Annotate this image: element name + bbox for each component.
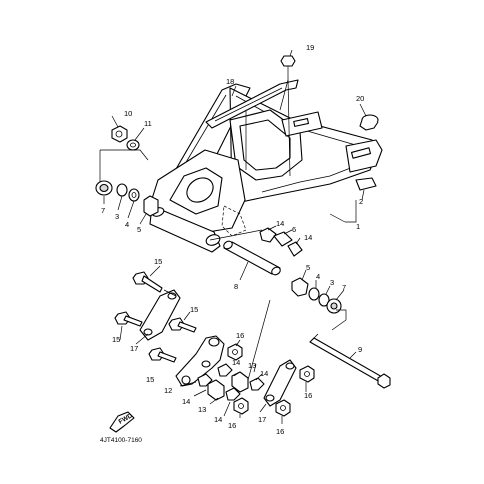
- callout-14-d: 14: [260, 369, 268, 378]
- callout-11: 11: [144, 119, 152, 128]
- callout-3-left: 3: [115, 212, 119, 221]
- callout-3-right: 3: [330, 278, 334, 287]
- bolt-15-c: [168, 317, 197, 333]
- collar-5-right: [291, 277, 309, 297]
- washer-11: [126, 139, 140, 151]
- callout-20: 20: [356, 94, 364, 103]
- callout-14-f: 14: [214, 415, 222, 424]
- callout-5-left: 5: [137, 225, 141, 234]
- relay-arm-12: [175, 335, 225, 387]
- callout-8: 8: [234, 282, 238, 291]
- bush-14-lower-c: [225, 387, 241, 401]
- connecting-rod-17-left: [139, 289, 181, 341]
- callout-14-e: 14: [182, 397, 190, 406]
- callout-13-a: 13: [248, 361, 256, 370]
- nut-16-a: [227, 343, 243, 361]
- nut-10: [111, 125, 128, 143]
- callout-16-a: 16: [236, 331, 244, 340]
- callout-13-b: 13: [198, 405, 206, 414]
- callout-4-right: 4: [316, 272, 320, 281]
- long-bolt-9: [309, 333, 391, 389]
- seal-7-right: [326, 298, 342, 314]
- bolt-15-b: [114, 311, 143, 327]
- callout-14-b: 14: [304, 233, 312, 242]
- fwd-arrow-icon: FWD: [109, 411, 135, 433]
- callout-6: 6: [292, 225, 296, 234]
- callout-12: 12: [164, 386, 172, 395]
- callout-15-d: 15: [146, 375, 154, 384]
- callout-9: 9: [358, 345, 362, 354]
- collar-5-left: [143, 195, 159, 217]
- callout-1: 1: [356, 222, 360, 231]
- callout-17-right: 17: [258, 415, 266, 424]
- callout-16-b: 16: [228, 421, 236, 430]
- bush-14-lower-a: [217, 363, 233, 377]
- nut-16-b: [299, 365, 315, 383]
- callout-10: 10: [124, 109, 132, 118]
- callout-4-left: 4: [125, 220, 129, 229]
- bush-14-upper-a: [259, 227, 277, 243]
- bush-14-upper-b: [287, 241, 303, 257]
- leader-lines: [99, 49, 367, 424]
- collar-6: [273, 231, 293, 247]
- callout-5-right: 5: [306, 263, 310, 272]
- callout-7-left: 7: [101, 206, 105, 215]
- bush-14-lower-d: [249, 377, 265, 391]
- drawing-code: 4JT4100-7160: [100, 437, 142, 444]
- callout-7-right: 7: [342, 283, 346, 292]
- callout-2: 2: [359, 197, 363, 206]
- bearing-4-left: [128, 188, 140, 202]
- bolt-19: [279, 55, 296, 177]
- callout-16-c: 16: [304, 391, 312, 400]
- connecting-rod-17-right: [263, 359, 297, 407]
- callout-19: 19: [306, 43, 314, 52]
- nut-16-c: [233, 397, 249, 415]
- callout-18: 18: [226, 77, 234, 86]
- collar-13-lower: [207, 379, 225, 401]
- part-20: [359, 114, 379, 131]
- washer-3-left: [116, 183, 128, 197]
- chain-guard: [205, 79, 299, 129]
- seal-7-left: [95, 180, 113, 196]
- nut-16-d: [275, 399, 291, 417]
- washer-3-right: [318, 293, 330, 307]
- callout-numbers: 19 18 20 10 11 7 3 4 5 2 1 14 6 14 15 8 …: [101, 43, 364, 436]
- callout-15-c: 15: [190, 305, 198, 314]
- callout-14-a: 14: [276, 219, 284, 228]
- callout-17-left: 17: [130, 344, 138, 353]
- bearing-4-right: [308, 287, 320, 301]
- callout-14-c: 14: [232, 358, 240, 367]
- bolt-15-a: [132, 271, 163, 293]
- bolt-15-d: [148, 347, 177, 363]
- callout-16-d: 16: [276, 427, 284, 436]
- callout-15-b: 15: [112, 335, 120, 344]
- callout-15-a: 15: [154, 257, 162, 266]
- pivot-shaft-8: [223, 240, 281, 276]
- swingarm: [149, 83, 383, 253]
